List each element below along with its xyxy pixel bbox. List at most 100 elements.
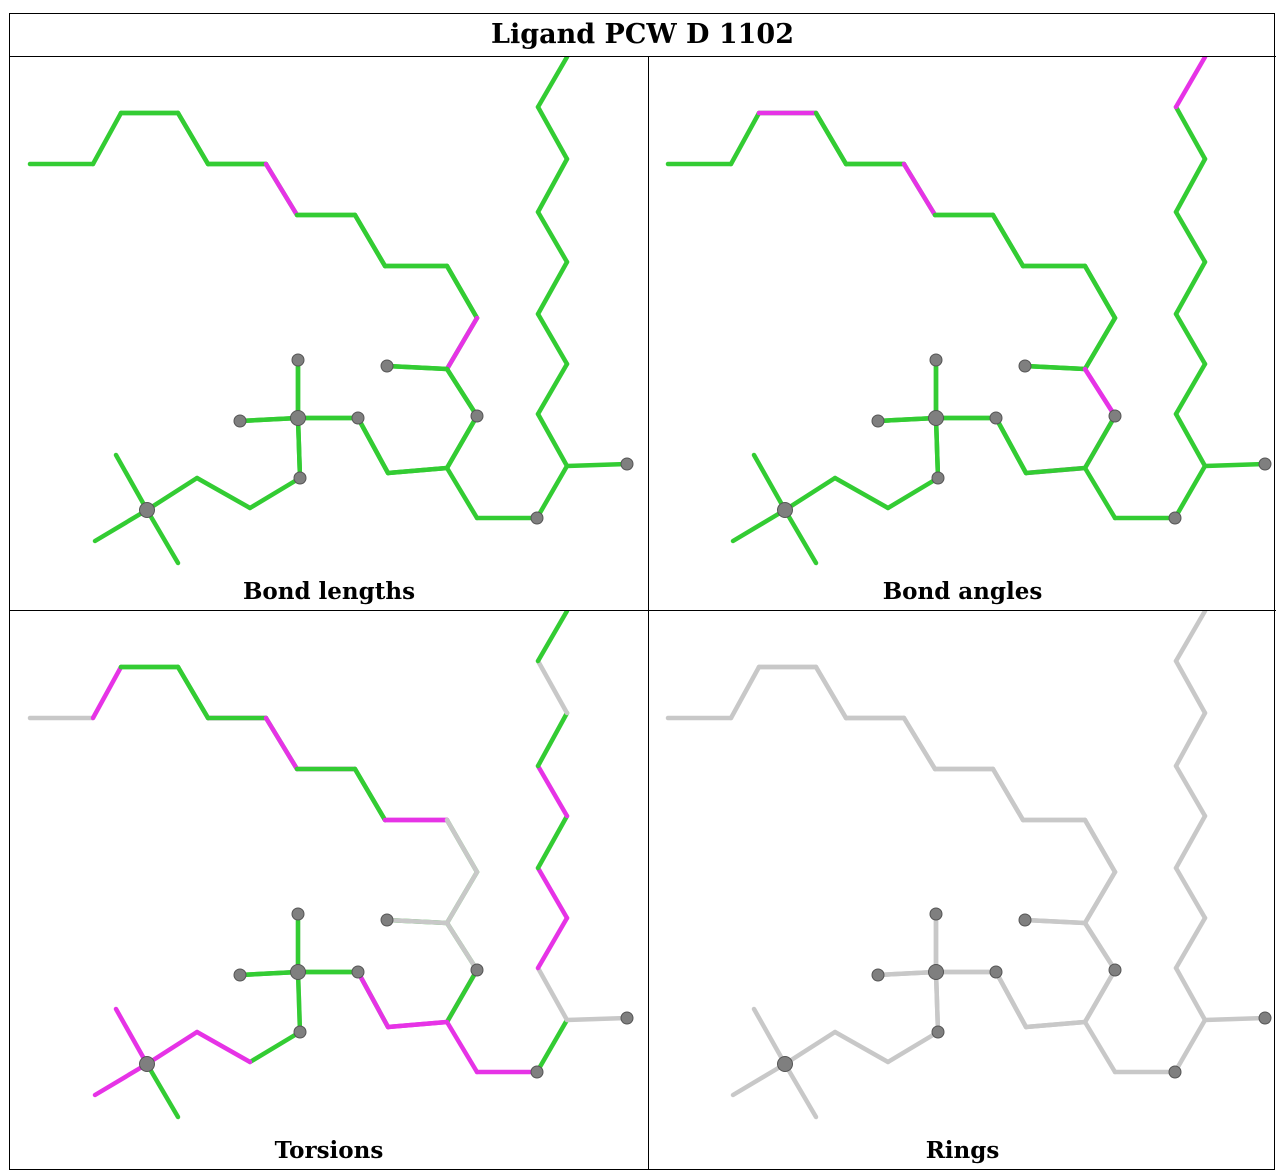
bond [535, 361, 570, 417]
atom [139, 502, 155, 518]
bond [444, 1019, 480, 1075]
bond [535, 658, 570, 716]
bond [1082, 413, 1118, 471]
bond [832, 475, 891, 511]
row-divider [9, 610, 1276, 611]
bond [1173, 965, 1208, 1023]
bond [535, 156, 570, 215]
bond [901, 161, 938, 218]
bond [535, 209, 570, 265]
bond [933, 969, 941, 1035]
atom [928, 410, 944, 426]
caption-torsions: Torsions [274, 1137, 384, 1164]
bond [1082, 1019, 1118, 1075]
bond [1082, 817, 1118, 875]
bond [782, 1029, 838, 1067]
atom [931, 1025, 945, 1039]
bond [144, 1061, 181, 1120]
bond [1173, 710, 1208, 769]
bond [237, 415, 301, 424]
bond [751, 452, 788, 513]
atom [620, 1011, 634, 1025]
molecule-bond-lengths [27, 57, 634, 566]
bond [1173, 658, 1208, 716]
atom [291, 907, 305, 921]
bond [384, 917, 450, 926]
bond [813, 664, 849, 721]
bond [1173, 411, 1208, 469]
bond [92, 507, 150, 544]
bond [535, 57, 570, 110]
atom [1168, 511, 1182, 525]
bond [263, 715, 300, 772]
atom [380, 359, 394, 373]
bond [875, 969, 939, 978]
atom [380, 913, 394, 927]
column-divider [648, 57, 649, 1170]
molecule-bond-angles [665, 57, 1272, 566]
bond [1202, 1015, 1268, 1023]
atom [928, 964, 944, 980]
bond [113, 452, 150, 513]
bond [355, 969, 391, 1030]
atom [929, 353, 943, 367]
atom [1258, 457, 1272, 471]
bond [444, 315, 480, 372]
caption-rings: Rings [925, 1137, 1000, 1164]
bond [993, 415, 1029, 476]
bond [1173, 763, 1208, 819]
bond [444, 817, 480, 875]
bond [1022, 363, 1088, 372]
bond [1173, 361, 1208, 417]
panel-bond-lengths: Bond lengths [10, 57, 648, 610]
bond [444, 920, 480, 973]
bond [535, 813, 570, 871]
bond [385, 1019, 450, 1030]
bond [444, 263, 480, 321]
bond [355, 415, 391, 476]
bond [1022, 917, 1088, 926]
atom [233, 968, 247, 982]
bond [1082, 263, 1118, 321]
bond [247, 475, 303, 511]
bond [237, 969, 301, 978]
bond [113, 1006, 150, 1067]
bond [1173, 311, 1208, 367]
atom [1018, 913, 1032, 927]
bond [1082, 920, 1118, 973]
bond [263, 161, 300, 218]
bond [730, 1061, 788, 1098]
bond [782, 507, 819, 566]
atom [293, 1025, 307, 1039]
bond [535, 411, 570, 469]
bond [782, 475, 838, 513]
bond [144, 507, 181, 566]
atom [351, 965, 365, 979]
atom [470, 409, 484, 423]
bond [444, 465, 480, 521]
bond [1173, 156, 1208, 215]
bond [295, 415, 303, 481]
bond [144, 1029, 200, 1067]
bond [1023, 1019, 1088, 1030]
bond [444, 967, 480, 1025]
bond [444, 869, 480, 926]
atom [291, 353, 305, 367]
bond [534, 463, 570, 521]
atom [620, 457, 634, 471]
bond [535, 104, 570, 162]
bond [933, 415, 941, 481]
bond [535, 611, 570, 664]
atom [293, 471, 307, 485]
bond [564, 1015, 630, 1023]
bond [444, 413, 480, 471]
bond [1173, 915, 1208, 971]
molecule-torsions [27, 611, 634, 1120]
bond [885, 1029, 941, 1065]
bond [990, 212, 1026, 269]
atom [871, 968, 885, 982]
atom [233, 414, 247, 428]
bond [92, 1061, 150, 1098]
bond [993, 969, 1029, 1030]
bond [1173, 813, 1208, 871]
